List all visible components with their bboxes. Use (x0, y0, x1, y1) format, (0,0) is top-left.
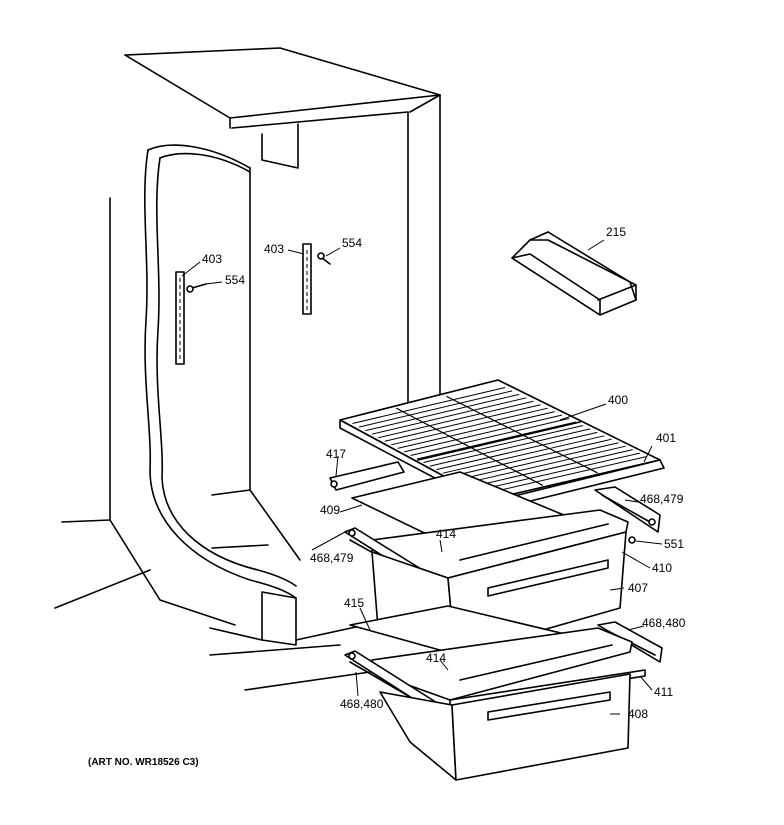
callout-labels: 215 400 401 403 554 403 554 417 409 414 … (202, 225, 686, 721)
label-415: 415 (344, 596, 364, 610)
shelf-support-417 (329, 461, 405, 491)
label-215: 215 (606, 225, 626, 239)
label-409: 409 (320, 503, 340, 517)
cabinet-shell (54, 47, 499, 691)
label-551: 551 (664, 537, 684, 551)
shelf-wire (365, 393, 520, 432)
label-411: 411 (654, 685, 673, 699)
shelf-wire (474, 452, 640, 492)
crisper-drawer-408 (379, 673, 631, 781)
shelf-wire (429, 428, 591, 467)
part-551 (628, 536, 636, 544)
label-407: 407 (628, 581, 648, 595)
label-468-479-left: 468,479 (310, 551, 354, 565)
shelf-bracket-right (302, 243, 312, 315)
shelf-wire (416, 421, 577, 460)
shelf-wire (352, 386, 506, 425)
label-417: 417 (326, 447, 346, 461)
shelf-wire (468, 449, 633, 488)
shelf-wire (397, 411, 555, 449)
label-468-480-right: 468,480 (642, 616, 686, 630)
art-number: (ART NO. WR18526 C3) (88, 757, 199, 768)
shelf-wire (378, 400, 534, 439)
shelf-cross-wire (395, 407, 544, 486)
screw-554-right (317, 252, 331, 265)
door-bin-215 (511, 231, 637, 316)
shelf-wire (481, 456, 648, 495)
shelf-wire (410, 418, 570, 456)
shelf-cross-wire (446, 395, 598, 474)
shelf-bracket-left (175, 271, 185, 365)
shelf-wire (455, 442, 619, 481)
label-414-upper: 414 (436, 527, 456, 541)
label-400: 400 (608, 393, 628, 407)
label-554-right: 554 (342, 236, 362, 250)
shelf-wire-grid (352, 386, 648, 495)
label-408: 408 (628, 707, 648, 721)
label-468-479-right: 468,479 (640, 492, 684, 506)
drawer-slide-right-upper (594, 486, 661, 533)
leader-lines (181, 239, 663, 715)
shelf-wire (384, 404, 541, 442)
shelf-wire (436, 431, 598, 471)
shelf-wire (423, 424, 584, 464)
shelf-wire (449, 438, 612, 478)
label-410: 410 (652, 561, 672, 575)
shelf-wire (371, 397, 527, 435)
screw-554-left (186, 283, 207, 293)
label-468-480-left: 468,480 (340, 697, 384, 711)
label-414-lower: 414 (426, 651, 446, 665)
shelf-wire (391, 407, 548, 446)
shelf-wire (358, 390, 513, 428)
shelf-wire (403, 414, 562, 453)
shelf-wire (462, 445, 626, 485)
label-401: 401 (656, 431, 676, 445)
label-554-left: 554 (225, 273, 245, 287)
label-403-right: 403 (264, 242, 284, 256)
shelf-wire (442, 435, 605, 474)
label-403-left: 403 (202, 252, 222, 266)
